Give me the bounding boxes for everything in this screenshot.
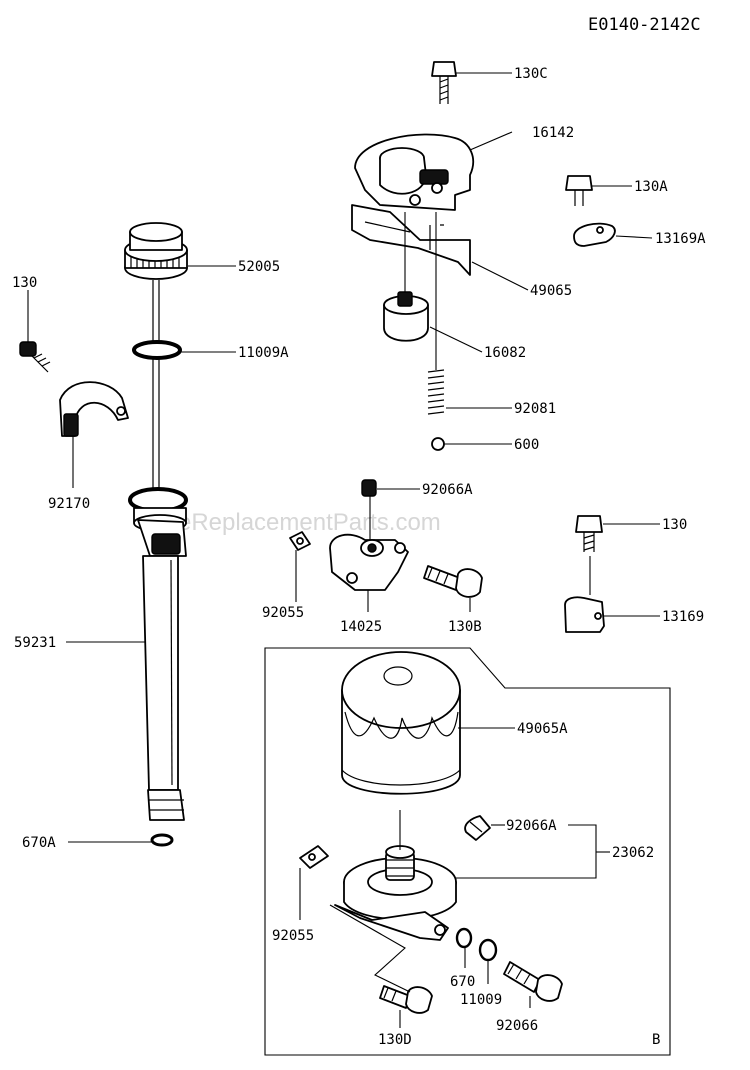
part-92055-gasket-top[interactable] xyxy=(289,531,311,551)
callout-92066[interactable]: 92066 xyxy=(496,1018,538,1034)
part-16082-rotor[interactable] xyxy=(383,212,429,342)
callout-92081[interactable]: 92081 xyxy=(514,401,556,417)
callout-13169[interactable]: 13169 xyxy=(662,609,704,625)
callout-130-right[interactable]: 130 xyxy=(662,517,687,533)
part-92066a-plug-top[interactable] xyxy=(361,479,377,497)
part-49065a-oil-filter[interactable] xyxy=(341,651,461,795)
callout-23062[interactable]: 23062 xyxy=(612,845,654,861)
part-130a-bolt[interactable] xyxy=(565,175,593,206)
part-92066a-plug-filter[interactable] xyxy=(464,815,491,841)
callout-92066a-filter[interactable]: 92066A xyxy=(506,818,557,834)
part-92055-gasket-filter[interactable] xyxy=(299,845,329,869)
part-52005-oil-cap[interactable] xyxy=(124,222,188,280)
callout-130b[interactable]: 130B xyxy=(448,619,482,635)
part-600-ball[interactable] xyxy=(431,437,445,451)
callout-92055-top[interactable]: 92055 xyxy=(262,605,304,621)
callout-13169a[interactable]: 13169A xyxy=(655,231,706,247)
callout-14025[interactable]: 14025 xyxy=(340,619,382,635)
callout-670[interactable]: 670 xyxy=(450,974,475,990)
callout-11009[interactable]: 11009 xyxy=(460,992,502,1008)
part-13169-plate[interactable] xyxy=(564,596,605,633)
callout-92055-filter[interactable]: 92055 xyxy=(272,928,314,944)
callout-92170[interactable]: 92170 xyxy=(48,496,90,512)
section-b-box xyxy=(264,647,671,1056)
mounting-path xyxy=(329,904,411,993)
part-23062-filter-base[interactable] xyxy=(334,810,457,941)
part-92170-clamp[interactable] xyxy=(59,381,129,437)
callout-130c[interactable]: 130C xyxy=(514,66,548,82)
callout-49065a[interactable]: 49065A xyxy=(517,721,568,737)
callout-52005[interactable]: 52005 xyxy=(238,259,280,275)
part-92081-spring[interactable] xyxy=(427,212,445,415)
callout-670a[interactable]: 670A xyxy=(22,835,56,851)
callout-130d[interactable]: 130D xyxy=(378,1032,412,1048)
watermark: eReplacementParts.com xyxy=(178,509,441,536)
part-11009-washer[interactable] xyxy=(478,938,498,962)
section-label-b: B xyxy=(652,1032,660,1048)
part-670a-o-ring[interactable] xyxy=(150,833,174,847)
part-dipstick-rod xyxy=(152,280,160,490)
diagram-code: E0140-2142C xyxy=(588,15,701,35)
callout-130a[interactable]: 130A xyxy=(634,179,668,195)
callout-600[interactable]: 600 xyxy=(514,437,539,453)
part-14025-elbow[interactable] xyxy=(329,496,409,591)
part-130-bolt-right[interactable] xyxy=(575,515,603,595)
part-130d-bolt[interactable] xyxy=(379,985,433,1014)
callout-49065[interactable]: 49065 xyxy=(530,283,572,299)
part-130b-bolt[interactable] xyxy=(423,565,483,598)
part-11009a-o-ring[interactable] xyxy=(132,340,182,360)
part-670-o-ring[interactable] xyxy=(455,927,473,949)
part-92066-plug[interactable] xyxy=(503,961,563,1002)
callout-16082[interactable]: 16082 xyxy=(484,345,526,361)
part-49065-housing[interactable] xyxy=(351,204,471,276)
part-130c-bolt[interactable] xyxy=(431,61,457,104)
callout-59231[interactable]: 59231 xyxy=(14,635,56,651)
part-13169a-plate[interactable] xyxy=(573,222,616,247)
callout-130-left[interactable]: 130 xyxy=(12,275,37,291)
leader-lines xyxy=(27,72,660,1028)
part-16142-pump-cover[interactable] xyxy=(354,133,475,211)
part-130-bolt-left[interactable] xyxy=(19,341,51,373)
callout-11009a[interactable]: 11009A xyxy=(238,345,289,361)
callout-16142[interactable]: 16142 xyxy=(532,125,574,141)
part-59231-oil-filler-tube[interactable] xyxy=(128,487,188,821)
callout-92066a-top[interactable]: 92066A xyxy=(422,482,473,498)
callout-labels: 130C 16142 130A 13169A 49065 16082 92081… xyxy=(12,66,706,1048)
